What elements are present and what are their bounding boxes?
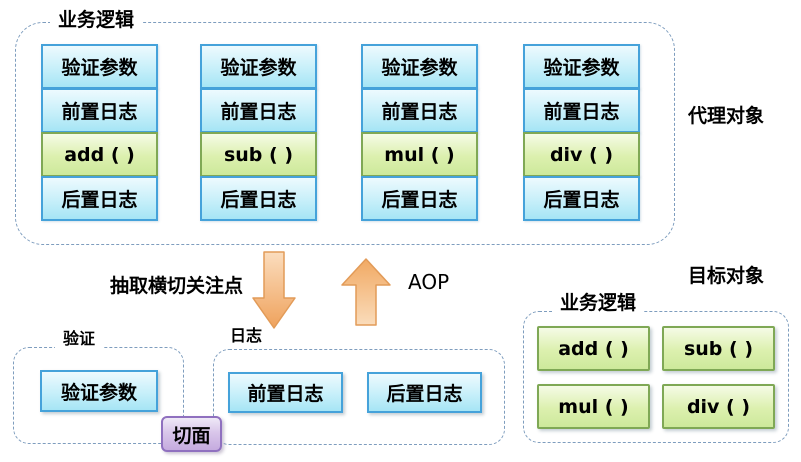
- cell-method-div: div ( ): [523, 132, 640, 177]
- cell-pre-log: 前置日志: [41, 88, 158, 133]
- up-arrow-icon: [341, 258, 391, 326]
- cell-post-log: 后置日志: [200, 176, 317, 221]
- method-mul-box: mul ( ): [537, 384, 650, 429]
- cell-post-log: 后置日志: [361, 176, 478, 221]
- method-add-box: add ( ): [537, 326, 650, 371]
- proxy-column-mul: 验证参数 前置日志 mul ( ) 后置日志: [361, 44, 478, 221]
- target-group-border: [523, 311, 789, 443]
- target-group-label: 业务逻辑: [552, 292, 645, 317]
- cell-method-sub: sub ( ): [200, 132, 317, 177]
- proxy-column-add: 验证参数 前置日志 add ( ) 后置日志: [41, 44, 158, 221]
- extract-crosscut-label: 抽取横切关注点: [110, 275, 244, 297]
- proxy-object-label: 代理对象: [688, 105, 765, 127]
- proxy-group-border: [15, 22, 675, 245]
- post-log-box: 后置日志: [367, 372, 482, 413]
- cell-validate-params: 验证参数: [200, 44, 317, 89]
- cell-pre-log: 前置日志: [523, 88, 640, 133]
- pre-log-box: 前置日志: [228, 372, 343, 413]
- proxy-group-label: 业务逻辑: [50, 9, 143, 34]
- down-arrow-icon: [252, 251, 296, 329]
- cell-pre-log: 前置日志: [200, 88, 317, 133]
- proxy-column-sub: 验证参数 前置日志 sub ( ) 后置日志: [200, 44, 317, 221]
- cell-method-add: add ( ): [41, 132, 158, 177]
- cell-post-log: 后置日志: [41, 176, 158, 221]
- target-object-label: 目标对象: [688, 265, 765, 287]
- cell-validate-params: 验证参数: [41, 44, 158, 89]
- aop-label: AOP: [408, 270, 450, 294]
- proxy-column-div: 验证参数 前置日志 div ( ) 后置日志: [523, 44, 640, 221]
- log-group-label: 日志: [222, 326, 271, 348]
- cell-validate-params: 验证参数: [361, 44, 478, 89]
- cell-validate-params: 验证参数: [523, 44, 640, 89]
- validation-group-label: 验证: [55, 329, 104, 351]
- cell-post-log: 后置日志: [523, 176, 640, 221]
- cell-pre-log: 前置日志: [361, 88, 478, 133]
- aspect-badge: 切面: [161, 416, 222, 452]
- method-sub-box: sub ( ): [662, 326, 775, 371]
- cell-method-mul: mul ( ): [361, 132, 478, 177]
- validate-params-box: 验证参数: [40, 370, 158, 412]
- method-div-box: div ( ): [662, 384, 775, 429]
- log-group-border: [213, 349, 505, 445]
